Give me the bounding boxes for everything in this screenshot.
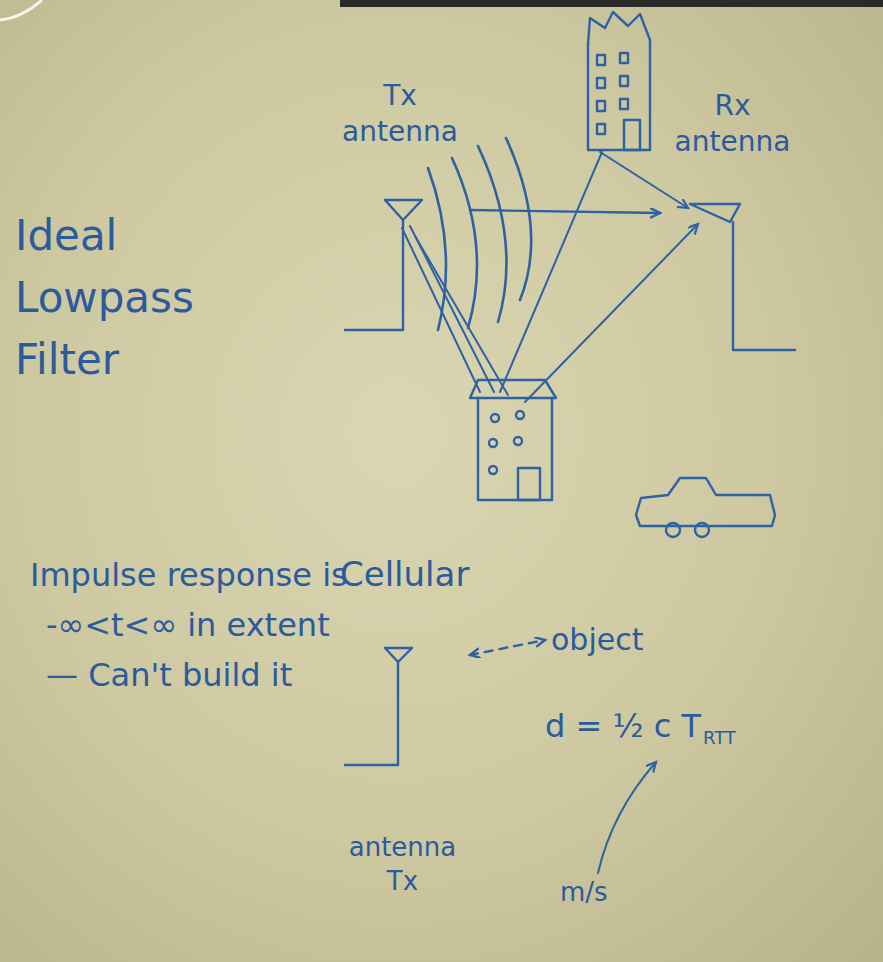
antenna-mast [345,662,398,765]
antenna-label: antenna Tx [335,830,470,898]
board-note: Impulse response is -∞<t<∞ in extent — C… [30,550,351,700]
top-building [588,40,650,150]
antenna-node: antenna Tx [335,640,470,910]
antenna-label: Rx antenna [660,88,805,160]
multipath-rays [525,224,698,402]
bottom-building [518,468,540,500]
radio-waves [428,168,446,330]
multipath-rays [500,152,602,392]
unit-pointer [598,762,656,873]
top-building [620,53,628,63]
antenna-element [690,204,740,222]
bottom-building [489,466,497,474]
section-heading: Cellular [340,552,469,596]
antenna-label: Tx antenna [330,78,470,150]
antenna-element [385,200,422,220]
top-building [597,124,605,134]
antenna-node: Tx antenna [330,78,470,340]
top-building [597,101,605,111]
car-sketch [695,523,709,537]
radio-waves [478,146,506,322]
bottom-building [489,439,497,447]
bottom-building [478,398,552,500]
antenna-element [385,648,412,662]
radio-waves [506,138,531,300]
subscript: RTT [703,727,736,749]
radio-waves [428,138,531,330]
top-building [588,12,650,150]
antenna-label: object [551,620,643,660]
multipath-rays [402,152,698,402]
echo-path [470,640,545,655]
board-frame [0,0,42,20]
signal-path [470,210,660,213]
car-sketch [666,523,680,537]
unit-label: m/s [560,875,608,909]
multipath-rays [415,236,508,395]
antenna-mast [733,222,795,350]
target-node: object [545,620,649,660]
top-building [597,78,605,88]
top-building [624,120,640,150]
radio-waves [452,158,477,328]
top-building [588,12,650,44]
top-building [597,55,605,65]
multipath-rays [600,152,688,208]
bottom-building [491,414,499,422]
bottom-building [516,411,524,419]
formula: d = ½ c T [545,705,701,747]
car-sketch [636,478,775,526]
multipath-rays [402,228,480,392]
top-building [620,99,628,109]
antenna-node: Rx antenna [660,88,805,360]
bottom-building [470,380,556,500]
bottom-building [514,437,522,445]
board-frame [0,0,883,20]
car-sketch [636,478,775,537]
board-frame [340,0,883,7]
unit-pointer [598,762,656,873]
top-building [620,76,628,86]
board-note: Ideal Lowpass Filter [15,205,230,391]
antenna-mast [345,220,403,330]
